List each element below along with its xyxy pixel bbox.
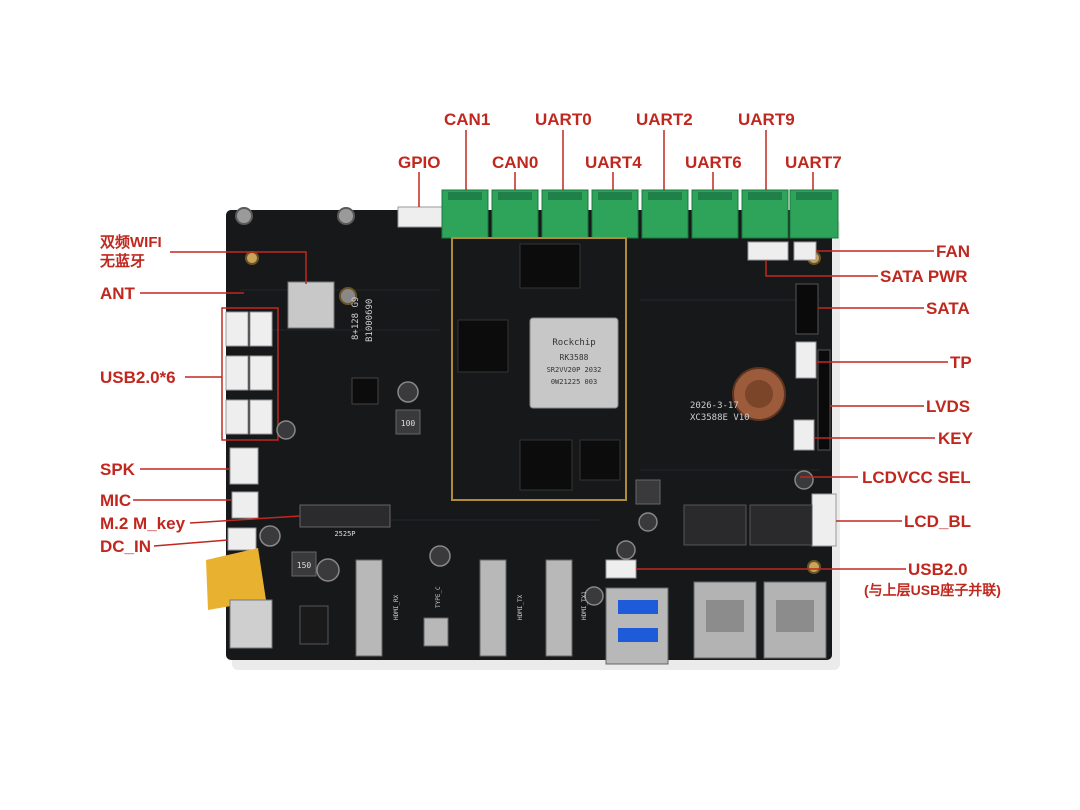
ram-chip bbox=[519, 243, 581, 289]
label-wifi-line1: 双频WIFI bbox=[100, 234, 162, 251]
mark-100: 100 bbox=[401, 419, 416, 428]
standoff bbox=[235, 207, 355, 225]
label-lcd-bl: LCD_BL bbox=[904, 512, 972, 531]
type-c-port bbox=[423, 617, 449, 647]
soc-model: RK3588 bbox=[560, 353, 589, 362]
label-m2: M.2 M_key bbox=[100, 514, 186, 533]
sata-connector bbox=[795, 283, 819, 335]
ethernet-port-1 bbox=[693, 581, 757, 659]
label-usb20: USB2.0 bbox=[908, 560, 968, 579]
dc-connector bbox=[227, 527, 257, 551]
serial-label: B1000690 bbox=[365, 299, 375, 342]
label-uart4: UART4 bbox=[585, 153, 642, 172]
hdmi-rx-label: HDMI_RX bbox=[393, 594, 400, 620]
label-key: KEY bbox=[938, 429, 973, 448]
label-lcdvcc-sel: LCDVCC SEL bbox=[862, 468, 971, 487]
yellow-pad bbox=[206, 548, 266, 610]
label-uart9: UART9 bbox=[738, 110, 795, 129]
tp-connector bbox=[795, 341, 817, 379]
hdmi-rx-port bbox=[355, 559, 383, 657]
serial-label-2: 8+128 G9 bbox=[351, 297, 361, 340]
m2-slot bbox=[299, 504, 391, 528]
label-usb20-note: (与上层USB座子并联) bbox=[864, 582, 1001, 598]
dc-jack bbox=[229, 599, 273, 649]
label-sata-pwr: SATA PWR bbox=[880, 267, 968, 286]
label-lvds: LVDS bbox=[926, 397, 971, 416]
lcdbl-connector bbox=[811, 493, 837, 547]
chip-array bbox=[683, 504, 747, 546]
wifi-module bbox=[287, 281, 335, 329]
hdmi-tx1-label: HDMI_TX1 bbox=[581, 591, 588, 620]
usb20-header bbox=[605, 559, 637, 579]
mic-connector bbox=[231, 491, 259, 519]
label-uart0: UART0 bbox=[535, 110, 592, 129]
date-label: 2026-3-17 bbox=[690, 401, 739, 411]
audio-jack bbox=[299, 605, 329, 645]
label-tp: TP bbox=[950, 353, 972, 372]
label-uart7: UART7 bbox=[785, 153, 842, 172]
label-uart2: UART2 bbox=[636, 110, 693, 129]
hdmi-tx-port bbox=[479, 559, 507, 657]
satapwr-connector bbox=[793, 241, 817, 261]
label-can1: CAN1 bbox=[444, 110, 491, 129]
key-connector bbox=[793, 419, 815, 451]
soc-brand: Rockchip bbox=[552, 338, 595, 348]
pcb bbox=[226, 210, 832, 660]
usb-headers bbox=[225, 311, 273, 435]
pmic-chip bbox=[579, 439, 621, 481]
leader-lines bbox=[133, 130, 948, 570]
label-usb2x6: USB2.0*6 bbox=[100, 368, 176, 387]
label-spk: SPK bbox=[100, 460, 135, 479]
label-dcin: DC_IN bbox=[100, 537, 152, 556]
type-c-label: TYPE_C bbox=[435, 586, 442, 608]
soc-line-1: SR2VV20P 2032 bbox=[547, 366, 602, 374]
m2-label: 2525P bbox=[334, 530, 355, 538]
capacitors bbox=[259, 381, 814, 606]
hdmi-tx1-port bbox=[545, 559, 573, 657]
inductor bbox=[395, 409, 421, 435]
lvds-connector bbox=[817, 349, 831, 451]
inductor bbox=[291, 551, 317, 577]
label-fan: FAN bbox=[936, 242, 970, 261]
fan-connector bbox=[747, 241, 789, 261]
label-gpio: GPIO bbox=[398, 153, 441, 172]
label-uart6: UART6 bbox=[685, 153, 742, 172]
hdmi-tx-label: HDMI_TX bbox=[517, 594, 524, 620]
mark-150: 150 bbox=[297, 561, 312, 570]
inductor bbox=[635, 479, 661, 505]
label-ant: ANT bbox=[100, 284, 135, 303]
ram-chip-2 bbox=[519, 439, 573, 491]
soc-chip bbox=[529, 317, 619, 409]
soc-line-2: 0W21225 003 bbox=[551, 378, 597, 386]
label-sata: SATA bbox=[926, 299, 970, 318]
label-mic: MIC bbox=[100, 491, 132, 510]
emmc-chip bbox=[457, 319, 509, 373]
usb-a-port bbox=[605, 587, 669, 665]
gpio-header bbox=[397, 206, 445, 228]
spk-connector bbox=[229, 447, 259, 485]
label-can0: CAN0 bbox=[492, 153, 539, 172]
label-wifi: 双频WIFI 无蓝牙 bbox=[100, 234, 162, 272]
model-label: XC3588E V10 bbox=[690, 413, 750, 423]
audio-chip bbox=[351, 377, 379, 405]
usb-highlight-box bbox=[221, 307, 279, 441]
label-wifi-line2: 无蓝牙 bbox=[100, 252, 146, 270]
chip-array bbox=[749, 504, 813, 546]
som-border bbox=[451, 237, 627, 501]
